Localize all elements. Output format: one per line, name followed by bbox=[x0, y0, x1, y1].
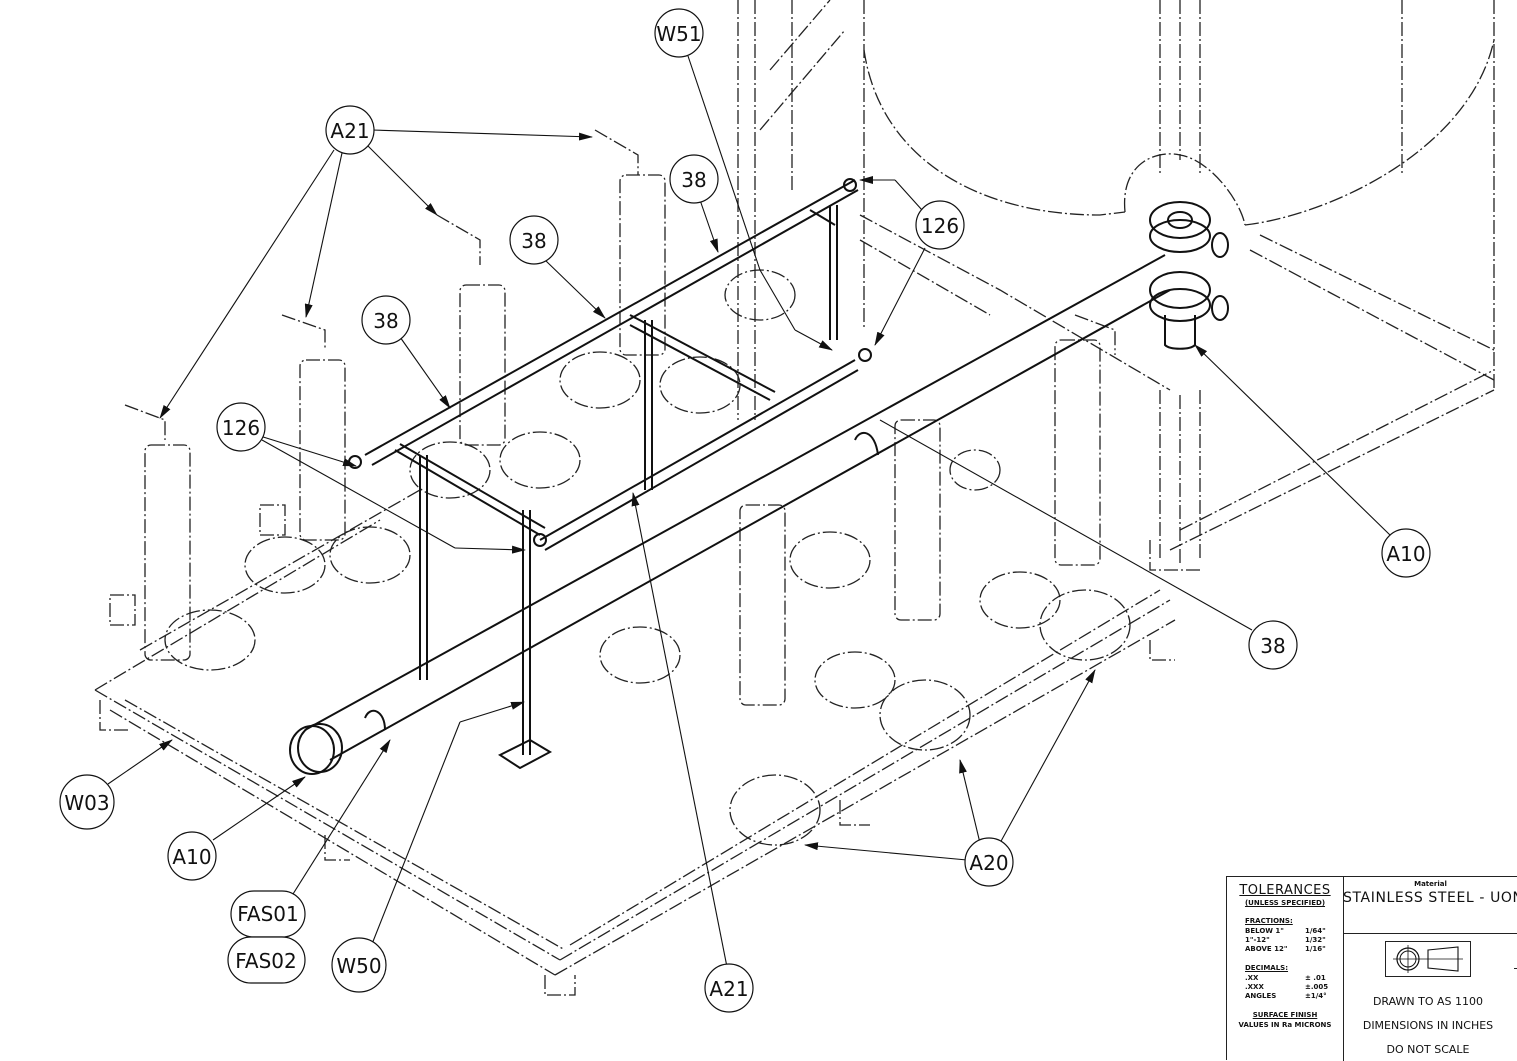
balloon-a20: A20 bbox=[964, 837, 1014, 887]
balloon-a10-left: A10 bbox=[167, 831, 217, 881]
balloon-38-d: 38 bbox=[1248, 620, 1298, 670]
tolerance-row: .XXX ±.005 bbox=[1227, 983, 1343, 992]
tolerance-value: ±.005 bbox=[1305, 983, 1329, 991]
balloon-126-right: 126 bbox=[915, 200, 965, 250]
tolerances-subtitle: (UNLESS SPECIFIED) bbox=[1244, 899, 1326, 907]
note-drawing-standard: DRAWN TO AS 1100 bbox=[1372, 995, 1484, 1008]
balloon-label: 126 bbox=[222, 416, 260, 440]
balloon-a21-top: A21 bbox=[325, 105, 375, 155]
balloon-label: A21 bbox=[330, 119, 369, 143]
tolerance-row: BELOW 1" 1/64" bbox=[1227, 927, 1343, 936]
tolerance-row: 1"-12" 1/32" bbox=[1227, 936, 1343, 945]
balloon-38-b: 38 bbox=[509, 215, 559, 265]
balloon-a21-bottom: A21 bbox=[704, 963, 754, 1013]
tolerance-range: .XX bbox=[1245, 974, 1259, 982]
tolerance-value: 1/16" bbox=[1305, 945, 1326, 953]
fractions-label: FRACTIONS: bbox=[1245, 917, 1293, 925]
projection-notes-box: DRAWN TO AS 1100 DIMENSIONS IN INCHES DO… bbox=[1343, 933, 1517, 1061]
balloon-label: W50 bbox=[336, 954, 381, 978]
surface-finish-value: VALUES IN Ra MICRONS bbox=[1238, 1021, 1332, 1029]
balloon-label: 38 bbox=[681, 168, 706, 192]
balloon-label: A20 bbox=[969, 851, 1008, 875]
tolerances-title: TOLERANCES bbox=[1239, 883, 1331, 898]
balloon-38-a: 38 bbox=[669, 154, 719, 204]
tolerance-row: .XX ± .01 bbox=[1227, 974, 1343, 983]
header-end-flange bbox=[289, 725, 335, 775]
balloon-label: W51 bbox=[656, 22, 701, 46]
title-block: TOLERANCES (UNLESS SPECIFIED) FRACTIONS:… bbox=[1226, 876, 1517, 1061]
balloon-w03: W03 bbox=[59, 774, 115, 830]
phantom-structure bbox=[94, 0, 1495, 996]
material-value: STAINLESS STEEL - UON bbox=[1343, 890, 1517, 906]
balloon-label: W03 bbox=[64, 791, 109, 815]
decimals-label: DECIMALS: bbox=[1245, 964, 1289, 972]
balloon-label: FAS02 bbox=[235, 949, 297, 973]
tolerance-range: ANGLES bbox=[1245, 992, 1277, 1000]
balloon-label: 38 bbox=[1260, 634, 1285, 658]
third-angle-projection-icon bbox=[1385, 941, 1471, 977]
tolerance-row: ABOVE 12" 1/16" bbox=[1227, 945, 1343, 954]
balloon-label: A10 bbox=[1386, 542, 1425, 566]
balloon-label: 126 bbox=[921, 214, 959, 238]
tolerance-row: ANGLES ±1/4° bbox=[1227, 992, 1343, 1001]
tolerance-range: ABOVE 12" bbox=[1245, 945, 1288, 953]
title-block-edge-tick bbox=[1514, 968, 1517, 969]
solid-piping bbox=[289, 178, 1229, 775]
tolerance-value: ±1/4° bbox=[1305, 992, 1327, 1000]
material-box: Material STAINLESS STEEL - UON bbox=[1343, 877, 1517, 934]
material-label: Material bbox=[1414, 880, 1447, 888]
tolerance-value: ± .01 bbox=[1305, 974, 1326, 982]
balloon-fas02: FAS02 bbox=[227, 936, 306, 984]
balloon-38-c: 38 bbox=[361, 295, 411, 345]
balloon-w51: W51 bbox=[654, 8, 704, 58]
balloon-label: A10 bbox=[172, 845, 211, 869]
balloon-label: A21 bbox=[709, 977, 748, 1001]
note-do-not-scale: DO NOT SCALE bbox=[1386, 1043, 1470, 1056]
tolerance-range: 1"-12" bbox=[1245, 936, 1270, 944]
tolerances-box: TOLERANCES (UNLESS SPECIFIED) FRACTIONS:… bbox=[1227, 877, 1344, 1061]
balloon-label: 38 bbox=[373, 309, 398, 333]
balloon-label: 38 bbox=[521, 229, 546, 253]
balloon-fas01: FAS01 bbox=[230, 890, 306, 938]
balloon-w50: W50 bbox=[331, 937, 387, 993]
tolerance-range: .XXX bbox=[1245, 983, 1264, 991]
balloon-label: FAS01 bbox=[237, 902, 299, 926]
tolerance-value: 1/64" bbox=[1305, 927, 1326, 935]
tolerance-range: BELOW 1" bbox=[1245, 927, 1284, 935]
balloon-126-left: 126 bbox=[216, 402, 266, 452]
balloon-a10-right: A10 bbox=[1381, 528, 1431, 578]
surface-finish-label: SURFACE FINISH bbox=[1252, 1011, 1318, 1019]
tolerance-value: 1/32" bbox=[1305, 936, 1326, 944]
note-dimension-units: DIMENSIONS IN INCHES bbox=[1362, 1019, 1494, 1032]
leader-lines bbox=[107, 55, 1391, 968]
